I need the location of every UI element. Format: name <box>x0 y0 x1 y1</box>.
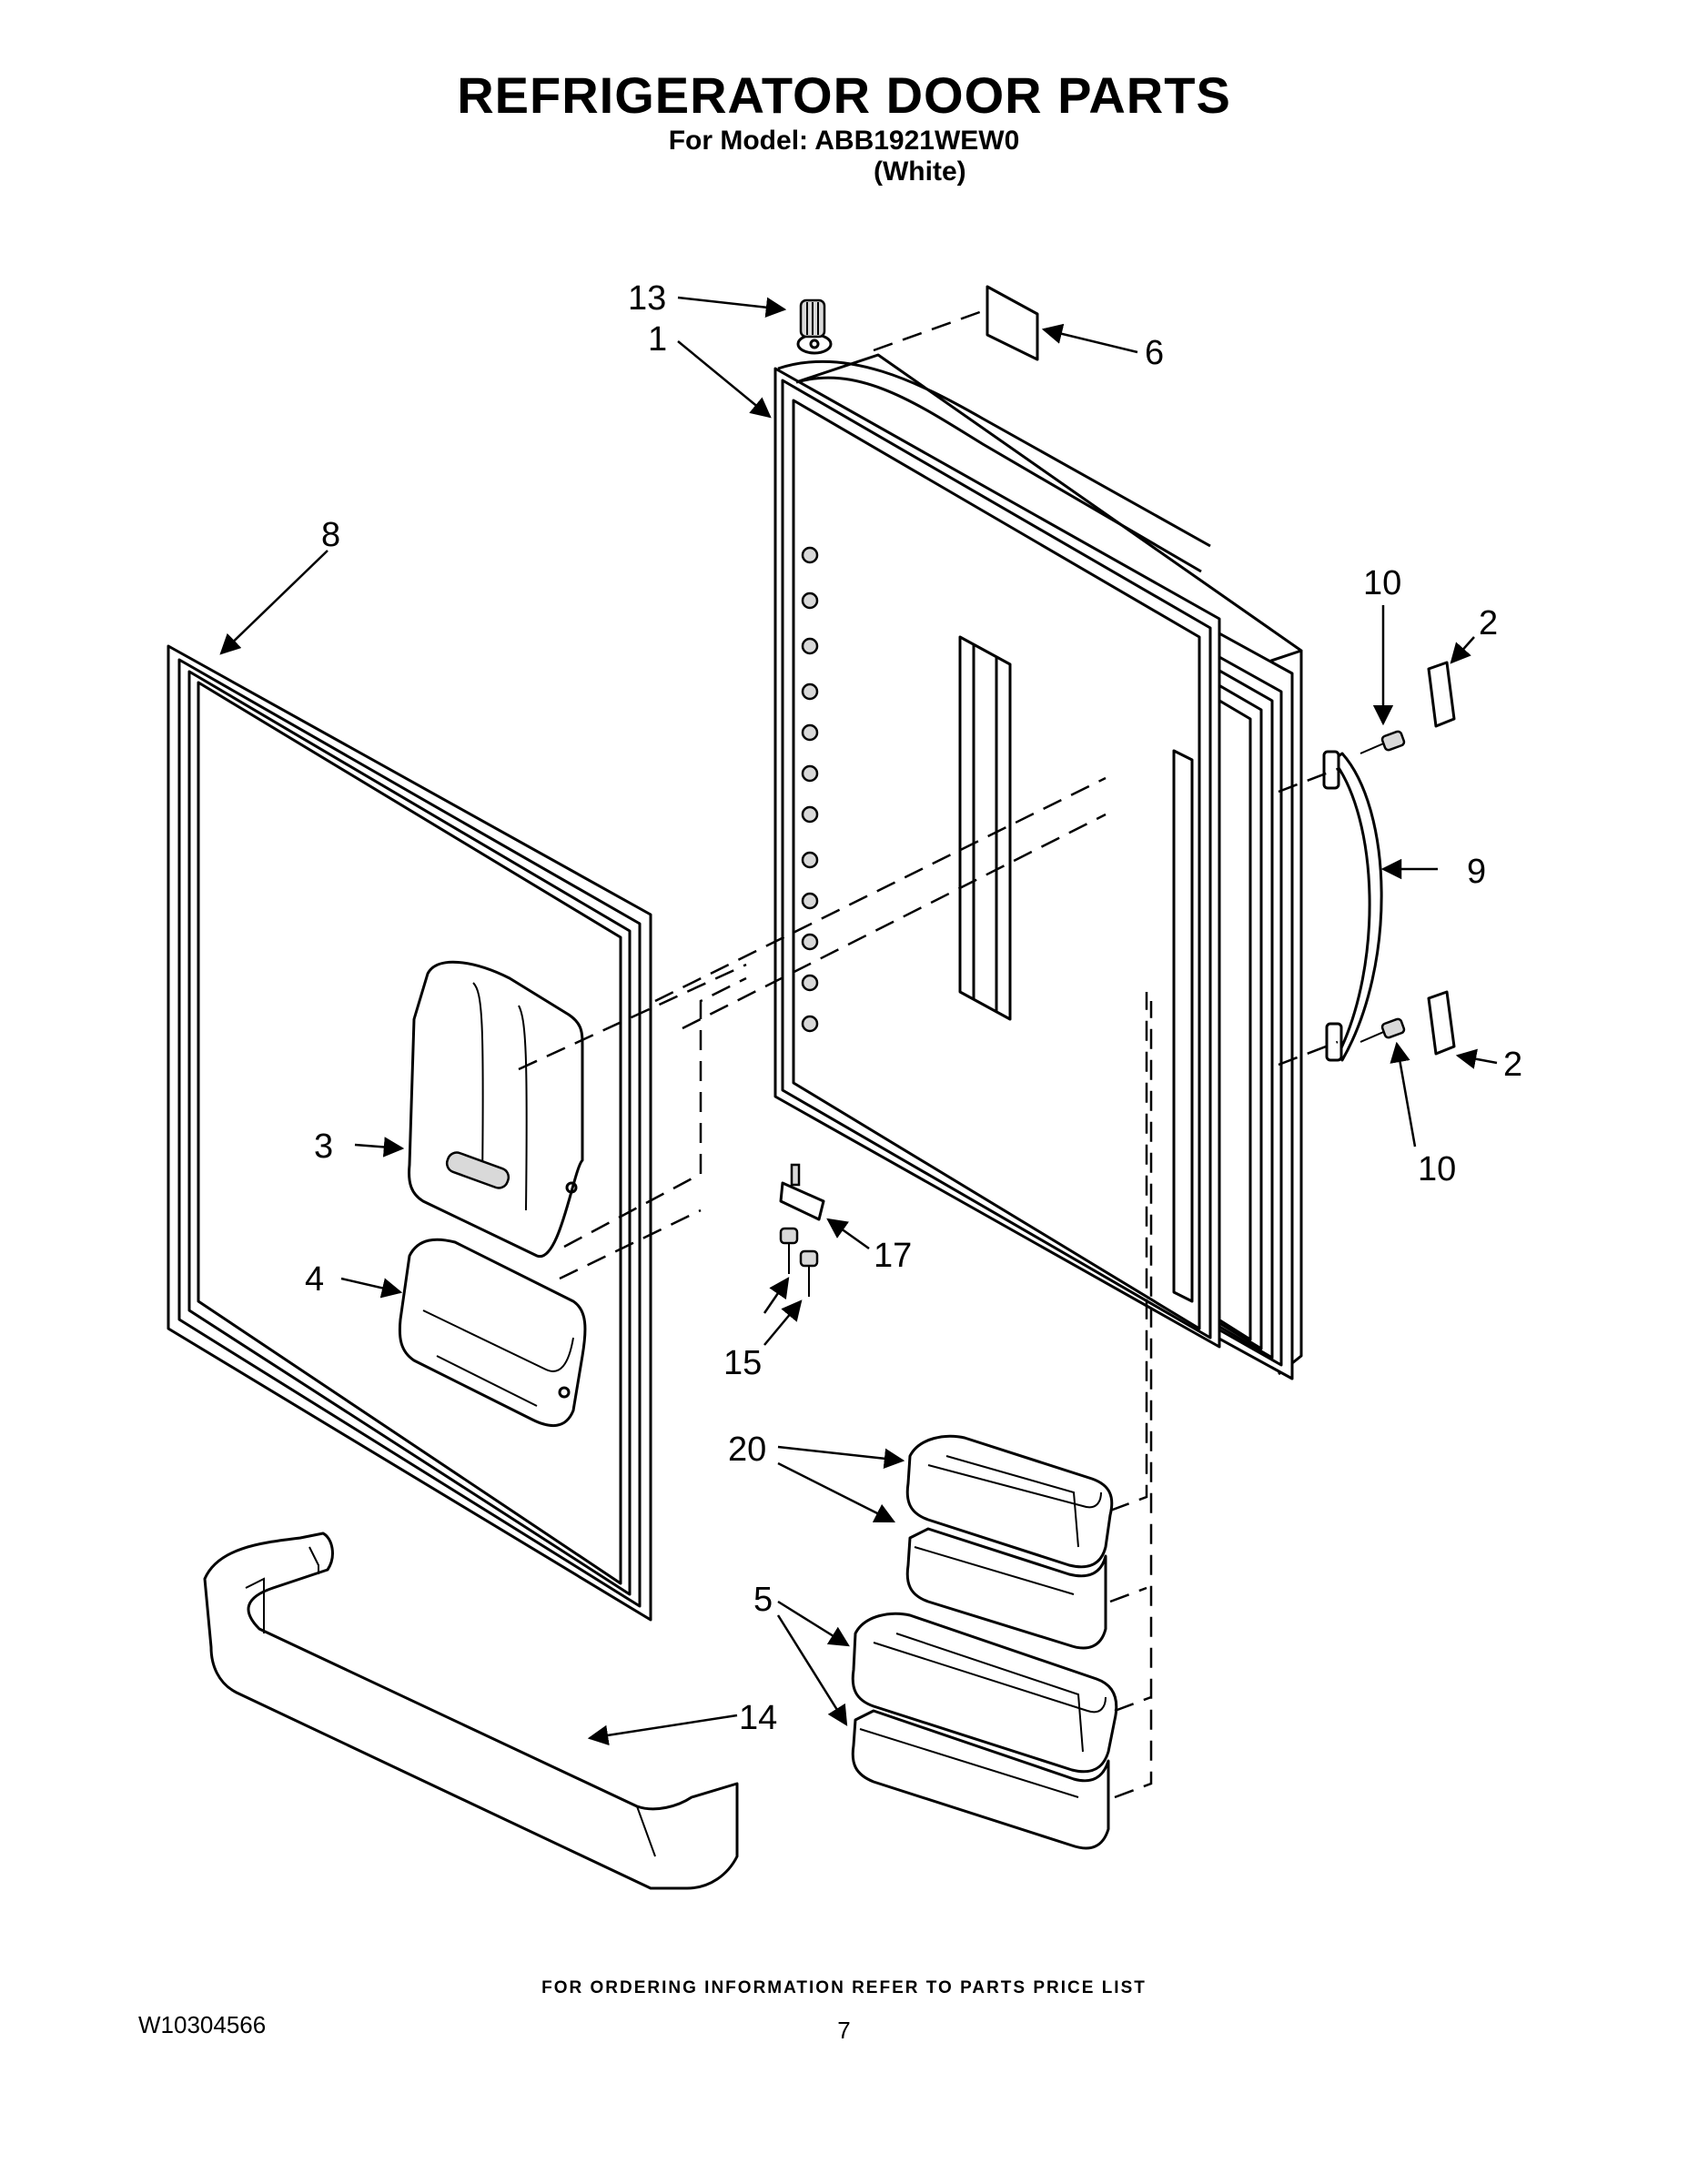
bracket-part <box>779 1163 825 1221</box>
callout-15: 15 <box>723 1344 762 1382</box>
callout-6: 6 <box>1145 334 1164 372</box>
model-variant: (White) <box>874 157 966 187</box>
callout-17: 17 <box>874 1237 912 1275</box>
door-panel-part <box>773 333 1303 1380</box>
ordering-note: FOR ORDERING INFORMATION REFER TO PARTS … <box>541 1978 1147 1997</box>
page-title: REFRIGERATOR DOOR PARTS <box>457 66 1231 124</box>
handle-cap-top-part <box>1427 661 1456 728</box>
callout-2-bottom: 2 <box>1503 1046 1522 1084</box>
callout-20: 20 <box>728 1431 766 1469</box>
document-number: W10304566 <box>138 2011 267 2038</box>
callout-5: 5 <box>753 1581 773 1619</box>
callout-3: 3 <box>314 1127 333 1166</box>
door-bin-5-upper <box>851 1612 1118 1774</box>
handle-screw-top-part <box>1359 730 1406 754</box>
callout-13: 13 <box>628 279 666 318</box>
shelf-dikes <box>801 546 819 1033</box>
callout-1: 1 <box>648 320 667 359</box>
door-bin-20-upper <box>905 1434 1114 1569</box>
callout-2-top: 2 <box>1479 604 1498 642</box>
hinge-bushing-part <box>799 298 826 339</box>
handle-screw-bottom-part <box>1359 1017 1406 1043</box>
callout-8: 8 <box>321 516 340 554</box>
door-handle-part <box>1278 750 1383 1067</box>
callout-4: 4 <box>305 1260 324 1299</box>
dairy-bin-part <box>398 1208 702 1428</box>
mounting-screws-part <box>779 1227 819 1297</box>
dairy-door-part <box>408 960 747 1258</box>
door-bin-20-lower <box>905 1527 1107 1650</box>
handle-cap-bottom-part <box>1427 990 1456 1056</box>
callout-14: 14 <box>739 1699 777 1737</box>
door-bin-5-lower <box>851 1709 1110 1850</box>
callout-10-bottom: 10 <box>1418 1150 1456 1188</box>
page-number: 7 <box>837 2017 851 2044</box>
callout-10-top: 10 <box>1363 564 1401 602</box>
label-part <box>986 285 1039 361</box>
door-shelf-part <box>203 1532 739 1890</box>
callout-9: 9 <box>1467 853 1486 891</box>
leader-lines <box>219 296 1498 1746</box>
model-line: For Model: ABB1921WEW0 <box>668 126 1020 156</box>
